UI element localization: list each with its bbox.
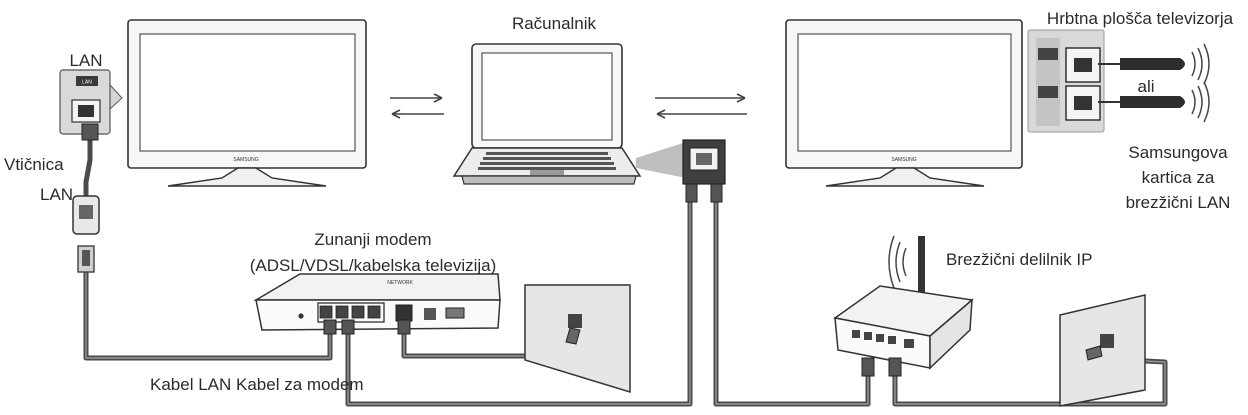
label-cables: Kabel LAN Kabel za modem [150, 375, 364, 394]
lan-wall-socket [72, 195, 100, 273]
label-wireless-adapter-line2: kartica za [1142, 168, 1215, 187]
label-lan-port: LAN [69, 51, 102, 70]
tv-left: SAMSUNG [127, 19, 367, 187]
label-external-modem-line1: Zunanji modem [314, 230, 431, 249]
tv-lan-port-callout: LAN [59, 69, 123, 141]
laptop-lan-port-callout [636, 139, 726, 203]
label-computer: Računalnik [512, 14, 597, 33]
tv-left-logo: SAMSUNG [233, 157, 258, 163]
wireless-adapter-top [1098, 43, 1210, 85]
label-wall-socket-line1: Vtičnica [4, 155, 64, 174]
laptop [452, 43, 642, 185]
arrows-left [390, 93, 444, 119]
label-wall-socket-line2: LAN [40, 185, 73, 204]
label-wireless-adapter-line1: Samsungova [1128, 143, 1228, 162]
label-wireless-router: Brezžični delilnik IP [946, 250, 1092, 269]
wall-outlet-middle [524, 284, 631, 394]
label-or: ali [1137, 77, 1154, 96]
tv-right: SAMSUNG [785, 19, 1023, 187]
label-wireless-adapter-line3: brezžični LAN [1126, 193, 1231, 212]
label-tv-back-panel: Hrbtna plošča televizorja [1047, 9, 1234, 28]
label-external-modem-line2: (ADSL/VDSL/kabelska televizija) [250, 256, 497, 275]
lan-port-tag: LAN [82, 80, 92, 86]
wireless-adapter-bottom [1098, 81, 1210, 123]
arrows-right [655, 93, 747, 119]
cable-tv-to-wall-socket [83, 137, 93, 199]
modem-brand: NETWORK [387, 280, 413, 286]
tv-right-logo: SAMSUNG [891, 157, 916, 163]
cable-pc-to-router [713, 197, 871, 407]
external-modem: NETWORK [253, 273, 501, 335]
wall-outlet-right [1059, 294, 1146, 407]
wireless-router [833, 235, 974, 377]
tv-back-panel [1027, 29, 1105, 133]
